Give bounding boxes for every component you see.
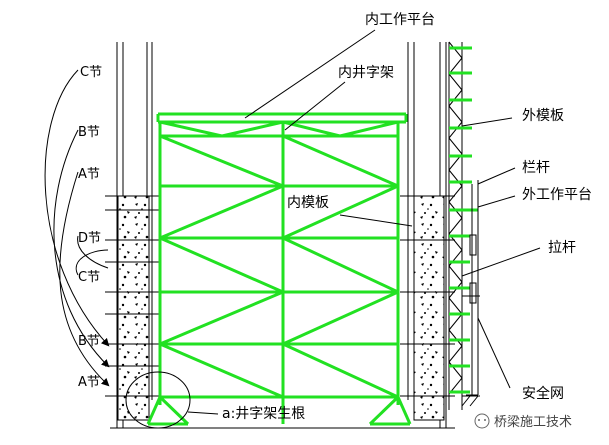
frame-root-marker xyxy=(125,371,191,429)
section-label: A节 xyxy=(78,375,100,390)
leader-lines xyxy=(187,29,541,415)
left-section-ticks xyxy=(105,195,160,397)
outer-scaffold xyxy=(448,41,480,410)
wechat-icon xyxy=(474,413,490,429)
left-concrete xyxy=(117,195,150,421)
label-tie-rod: 拉杆 xyxy=(548,240,576,256)
label-inner-platform: 内工作平台 xyxy=(365,12,435,28)
safety-net xyxy=(461,295,480,407)
section-label: D节 xyxy=(78,231,101,246)
label-safety-net: 安全网 xyxy=(522,385,564,402)
section-label: B节 xyxy=(78,334,100,349)
label-inner-frame: 内井字架 xyxy=(338,65,394,81)
watermark-text: 桥梁施工技术 xyxy=(494,415,572,430)
right-wall xyxy=(400,42,455,428)
section-label: B节 xyxy=(78,125,100,140)
section-label: A节 xyxy=(78,167,100,182)
section-label: C节 xyxy=(80,65,102,80)
label-outer-platform: 外工作平台 xyxy=(522,187,592,203)
section-label: C节 xyxy=(78,270,100,285)
section-arrows xyxy=(44,69,110,387)
label-inner-formwork: 内模板 xyxy=(287,195,329,211)
label-outer-formwork: 外模板 xyxy=(522,108,564,124)
label-frame-root: a:井字架生根 xyxy=(222,406,305,422)
inner-frame xyxy=(146,112,412,426)
left-wall xyxy=(105,42,160,428)
right-concrete xyxy=(413,195,445,421)
watermark: 桥梁施工技术 xyxy=(474,413,572,430)
label-railing: 栏杆 xyxy=(522,160,550,176)
